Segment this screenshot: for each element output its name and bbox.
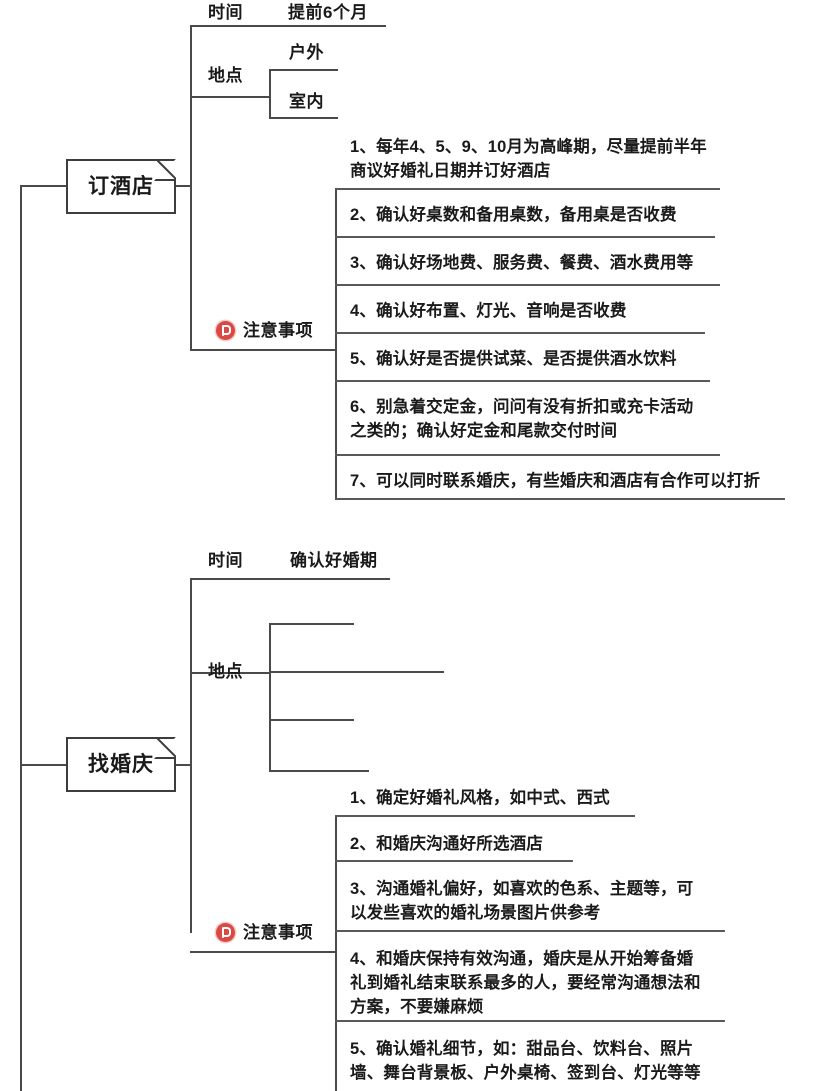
planner-note-item: 1、确定好婚礼风格，如中式、西式 (350, 789, 610, 807)
planner-time-value: 确认好婚期 (290, 551, 378, 570)
hotel-note-separator (335, 332, 705, 334)
hotel-notes-label: 注意事项 (243, 321, 313, 340)
hotel-note-separator (335, 454, 720, 456)
hotel-place-outdoor-line (269, 69, 338, 71)
hotel-place-indoor-line (269, 117, 338, 119)
hotel-place-indoor-label: 室内 (289, 92, 324, 111)
hotel-place-children-spine (269, 69, 271, 117)
hotel-notes-branch-line (190, 349, 336, 351)
planner-note-item: 4、和婚庆保持有效沟通，婚庆是从开始筹备婚 礼到婚礼结束联系最多的人，要经常沟通… (350, 950, 701, 1016)
topic-node-planner-label: 找婚庆 (88, 753, 154, 776)
hotel-note-separator (335, 380, 710, 382)
hotel-time-label: 时间 (208, 3, 243, 22)
planner-notes-label: 注意事项 (243, 923, 313, 942)
hotel-note-separator (335, 284, 720, 286)
hotel-node-to-spine-connector (176, 185, 192, 187)
hotel-note-item: 1、每年4、5、9、10月为高峰期，尽量提前半年 商议好婚礼日期并订好酒店 (350, 138, 707, 180)
planner-node-to-spine-connector (176, 764, 192, 766)
planner-place-sub-line (269, 671, 444, 673)
root-spine (20, 186, 22, 1091)
hotel-place-label: 地点 (208, 66, 243, 85)
planner-notes-items-spine (335, 815, 337, 1091)
hotel-note-item: 6、别急着交定金，问问有没有折扣或充卡活动 之类的；确认好定金和尾款交付时间 (350, 398, 694, 440)
hotel-children-spine (190, 25, 192, 350)
root-to-planner-connector (20, 764, 68, 766)
planner-note-item: 3、沟通婚礼偏好，如喜欢的色系、主题等，可 以发些喜欢的婚礼场景图片供参考 (350, 880, 694, 922)
planner-note-item: 2、和婚庆沟通好所选酒店 (350, 835, 544, 853)
root-to-hotel-connector (20, 185, 68, 187)
hotel-note-item: 3、确认好场地费、服务费、餐费、酒水费用等 (350, 254, 694, 272)
red-flag-icon (216, 321, 235, 340)
planner-children-spine (190, 578, 192, 933)
hotel-notes-items-spine (335, 188, 337, 498)
planner-notes-label-group: 注意事项 (216, 923, 313, 942)
planner-place-label: 地点 (208, 662, 243, 681)
planner-place-sub-line (269, 623, 354, 625)
red-flag-icon (216, 923, 235, 942)
hotel-time-branch-line (190, 25, 386, 27)
hotel-notes-label-group: 注意事项 (216, 321, 313, 340)
hotel-note-separator (335, 498, 785, 500)
hotel-note-item: 7、可以同时联系婚庆，有些婚庆和酒店有合作可以打折 (350, 472, 761, 490)
planner-note-separator (335, 860, 573, 862)
hotel-time-value: 提前6个月 (288, 3, 368, 22)
hotel-note-separator (335, 236, 715, 238)
hotel-note-separator (335, 188, 720, 190)
folded-corner-icon (154, 737, 176, 759)
planner-note-separator (335, 815, 635, 817)
planner-time-label: 时间 (208, 551, 243, 570)
topic-node-planner[interactable]: 找婚庆 (66, 737, 176, 792)
topic-node-hotel-label: 订酒店 (88, 175, 154, 198)
planner-notes-branch-line (190, 951, 336, 953)
planner-note-separator (335, 930, 725, 932)
hotel-note-item: 2、确认好桌数和备用桌数，备用桌是否收费 (350, 206, 677, 224)
topic-node-hotel[interactable]: 订酒店 (66, 159, 176, 214)
planner-place-sub-line (269, 770, 369, 772)
planner-place-sub-line (269, 719, 354, 721)
hotel-note-item: 5、确认好是否提供试菜、是否提供酒水饮料 (350, 350, 677, 368)
planner-note-item: 5、确认婚礼细节，如：甜品台、饮料台、照片 墙、舞台背景板、户外桌椅、签到台、灯… (350, 1040, 701, 1082)
hotel-place-outdoor-label: 户外 (289, 43, 324, 62)
hotel-note-item: 4、确认好布置、灯光、音响是否收费 (350, 302, 627, 320)
planner-note-separator (335, 1020, 725, 1022)
planner-place-branch-line (190, 672, 270, 674)
hotel-place-branch-line (190, 96, 270, 98)
planner-time-branch-line (190, 578, 390, 580)
folded-corner-icon (154, 159, 176, 181)
planner-place-children-spine (269, 623, 271, 771)
